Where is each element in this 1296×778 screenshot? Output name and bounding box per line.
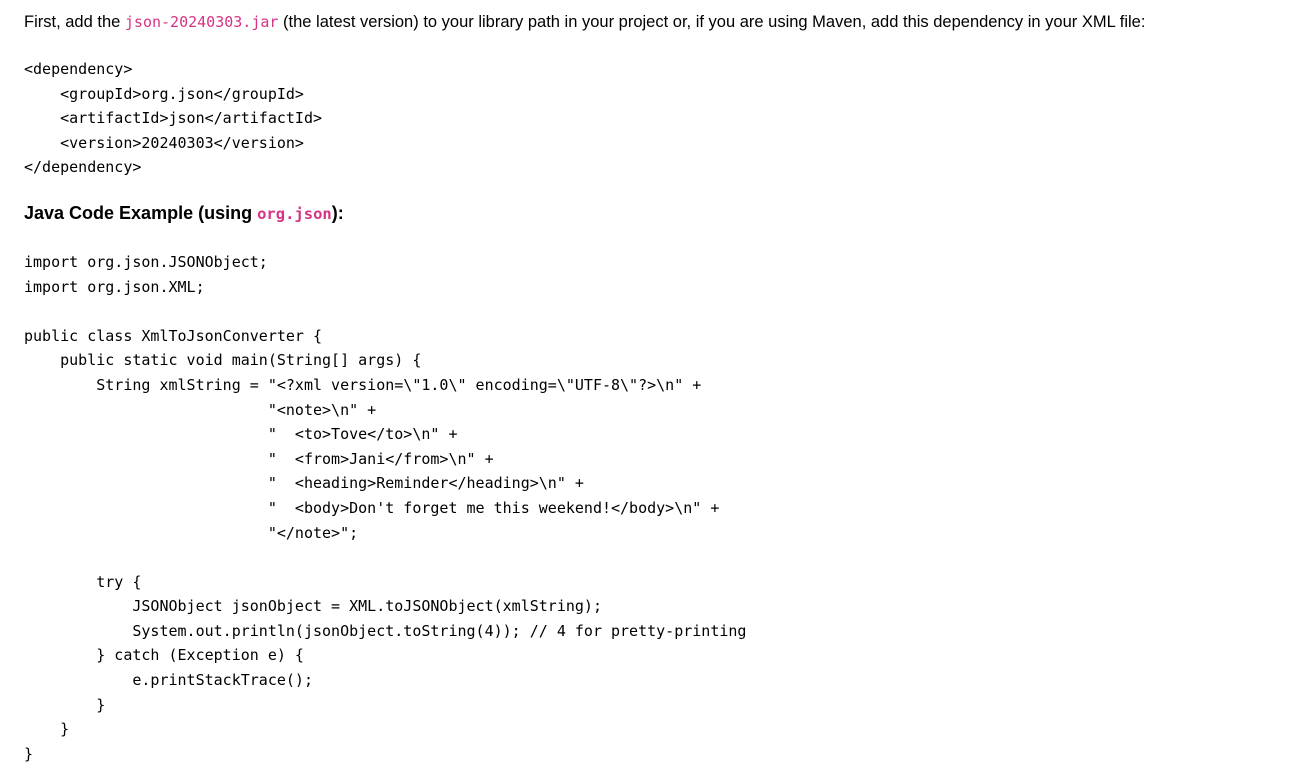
java-code-block: import org.json.JSONObject; import org.j… [24,252,747,763]
intro-paragraph: First, add the json-20240303.jar (the la… [24,12,1286,32]
inline-code-org-json: org.json [257,204,332,223]
heading-text-after: ): [331,202,344,223]
heading-text-before: Java Code Example (using [24,202,258,223]
maven-dependency-code-block: <dependency> <groupId>org.json</groupId>… [24,60,323,177]
intro-text-before: First, add the [24,13,125,31]
java-example-heading: Java Code Example (using org.json): [24,200,1286,227]
intro-text-after: (the latest version) to your library pat… [278,13,1146,31]
inline-code-jar-filename: json-20240303.jar [124,13,279,31]
